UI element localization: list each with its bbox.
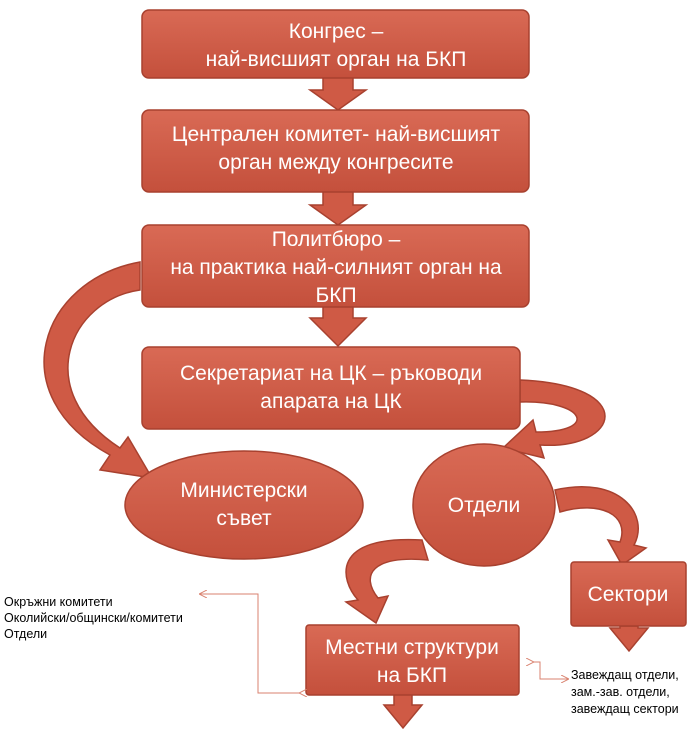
node-congress <box>141 9 530 79</box>
congress-line1: Конгрес – <box>289 20 384 43</box>
politburo-line1: Политбюро – <box>272 228 401 251</box>
note-left-line2: Околийски/общински/комитети <box>4 611 183 625</box>
curved-arrow-departments-to-sectors <box>554 485 648 567</box>
node-secretariat <box>141 346 521 430</box>
local-line1: Местни структури <box>325 636 499 659</box>
node-council-of-ministers <box>124 450 364 560</box>
arrow-sectors-down <box>608 625 650 653</box>
arrow-politburo-to-secretariat <box>308 304 368 348</box>
note-left-line1: Окръжни комитети <box>4 595 113 609</box>
cc-line2: орган между конгресите <box>218 151 453 174</box>
politburo-line2: на практика най-силният орган на <box>170 256 502 279</box>
curved-arrow-secretariat-to-departments <box>501 379 606 460</box>
arrow-cc-to-politburo <box>307 189 369 226</box>
sectors-label: Сектори <box>588 583 669 606</box>
note-connector-right <box>533 662 568 679</box>
note-right-line2: зам.-зав. отдели, <box>571 685 670 699</box>
departments-label: Отдели <box>448 494 520 517</box>
node-sectors <box>570 561 687 627</box>
arrow-local-down <box>382 692 424 730</box>
secretariat-line2: апарата на ЦК <box>260 390 402 413</box>
note-connector-left <box>200 594 300 693</box>
note-right-line1: Завеждащ отдели, <box>571 668 679 682</box>
node-politburo <box>141 224 530 308</box>
curved-arrow-politburo-to-council <box>43 261 154 479</box>
curved-arrow-departments-to-local <box>344 538 430 625</box>
council-line1: Министерски <box>180 479 307 502</box>
arrow-congress-to-cc <box>307 76 369 111</box>
council-line2: съвет <box>216 507 272 530</box>
congress-line2: най-висшият орган на БКП <box>206 48 467 71</box>
note-left-line3: Отдели <box>4 627 47 641</box>
node-central-committee <box>141 109 530 193</box>
local-line2: на БКП <box>377 664 447 687</box>
cc-line1: Централен комитет- най-висшият <box>172 123 501 146</box>
secretariat-line1: Секретариат на ЦК – ръководи <box>180 362 482 385</box>
politburo-line3: БКП <box>315 284 356 307</box>
note-right-line3: завеждащ сектори <box>571 702 679 716</box>
node-departments <box>412 443 556 567</box>
